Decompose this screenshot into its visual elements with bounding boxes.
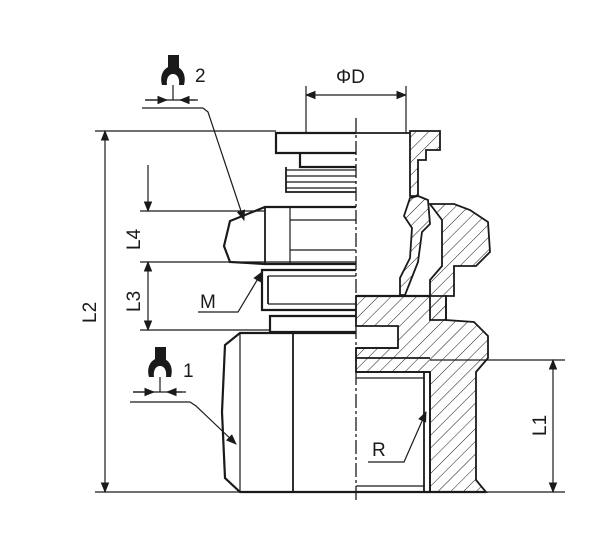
wrench-1-callout: 1 <box>130 347 237 445</box>
open-end-wrench-icon <box>161 55 185 100</box>
wrench-1-label: 1 <box>183 361 194 382</box>
top-flange <box>274 131 356 193</box>
dimension-l3: L3 <box>124 260 270 332</box>
leader-r: R <box>368 411 427 463</box>
phi-d-label: ΦD <box>336 67 365 88</box>
l1-label: L1 <box>530 415 551 436</box>
lower-hex-body <box>220 331 356 494</box>
wrench-2-label: 2 <box>195 66 206 87</box>
dimension-l1: L1 <box>430 358 565 494</box>
r-label: R <box>372 440 386 461</box>
m-label: M <box>200 292 216 313</box>
leader-m: M <box>198 271 263 313</box>
l3-label: L3 <box>124 291 145 312</box>
dimension-phi-d: ΦD <box>304 67 408 133</box>
dimension-l4: L4 <box>124 165 356 263</box>
l4-label: L4 <box>124 228 145 250</box>
l2-label: L2 <box>80 302 101 323</box>
neck-section <box>260 268 356 334</box>
upper-hex-nut <box>222 205 356 266</box>
wrench-2-callout: 2 <box>142 55 246 222</box>
open-end-wrench-icon <box>148 347 172 392</box>
sectioned-half <box>355 130 491 494</box>
dimension-l2: L2 <box>80 129 356 494</box>
